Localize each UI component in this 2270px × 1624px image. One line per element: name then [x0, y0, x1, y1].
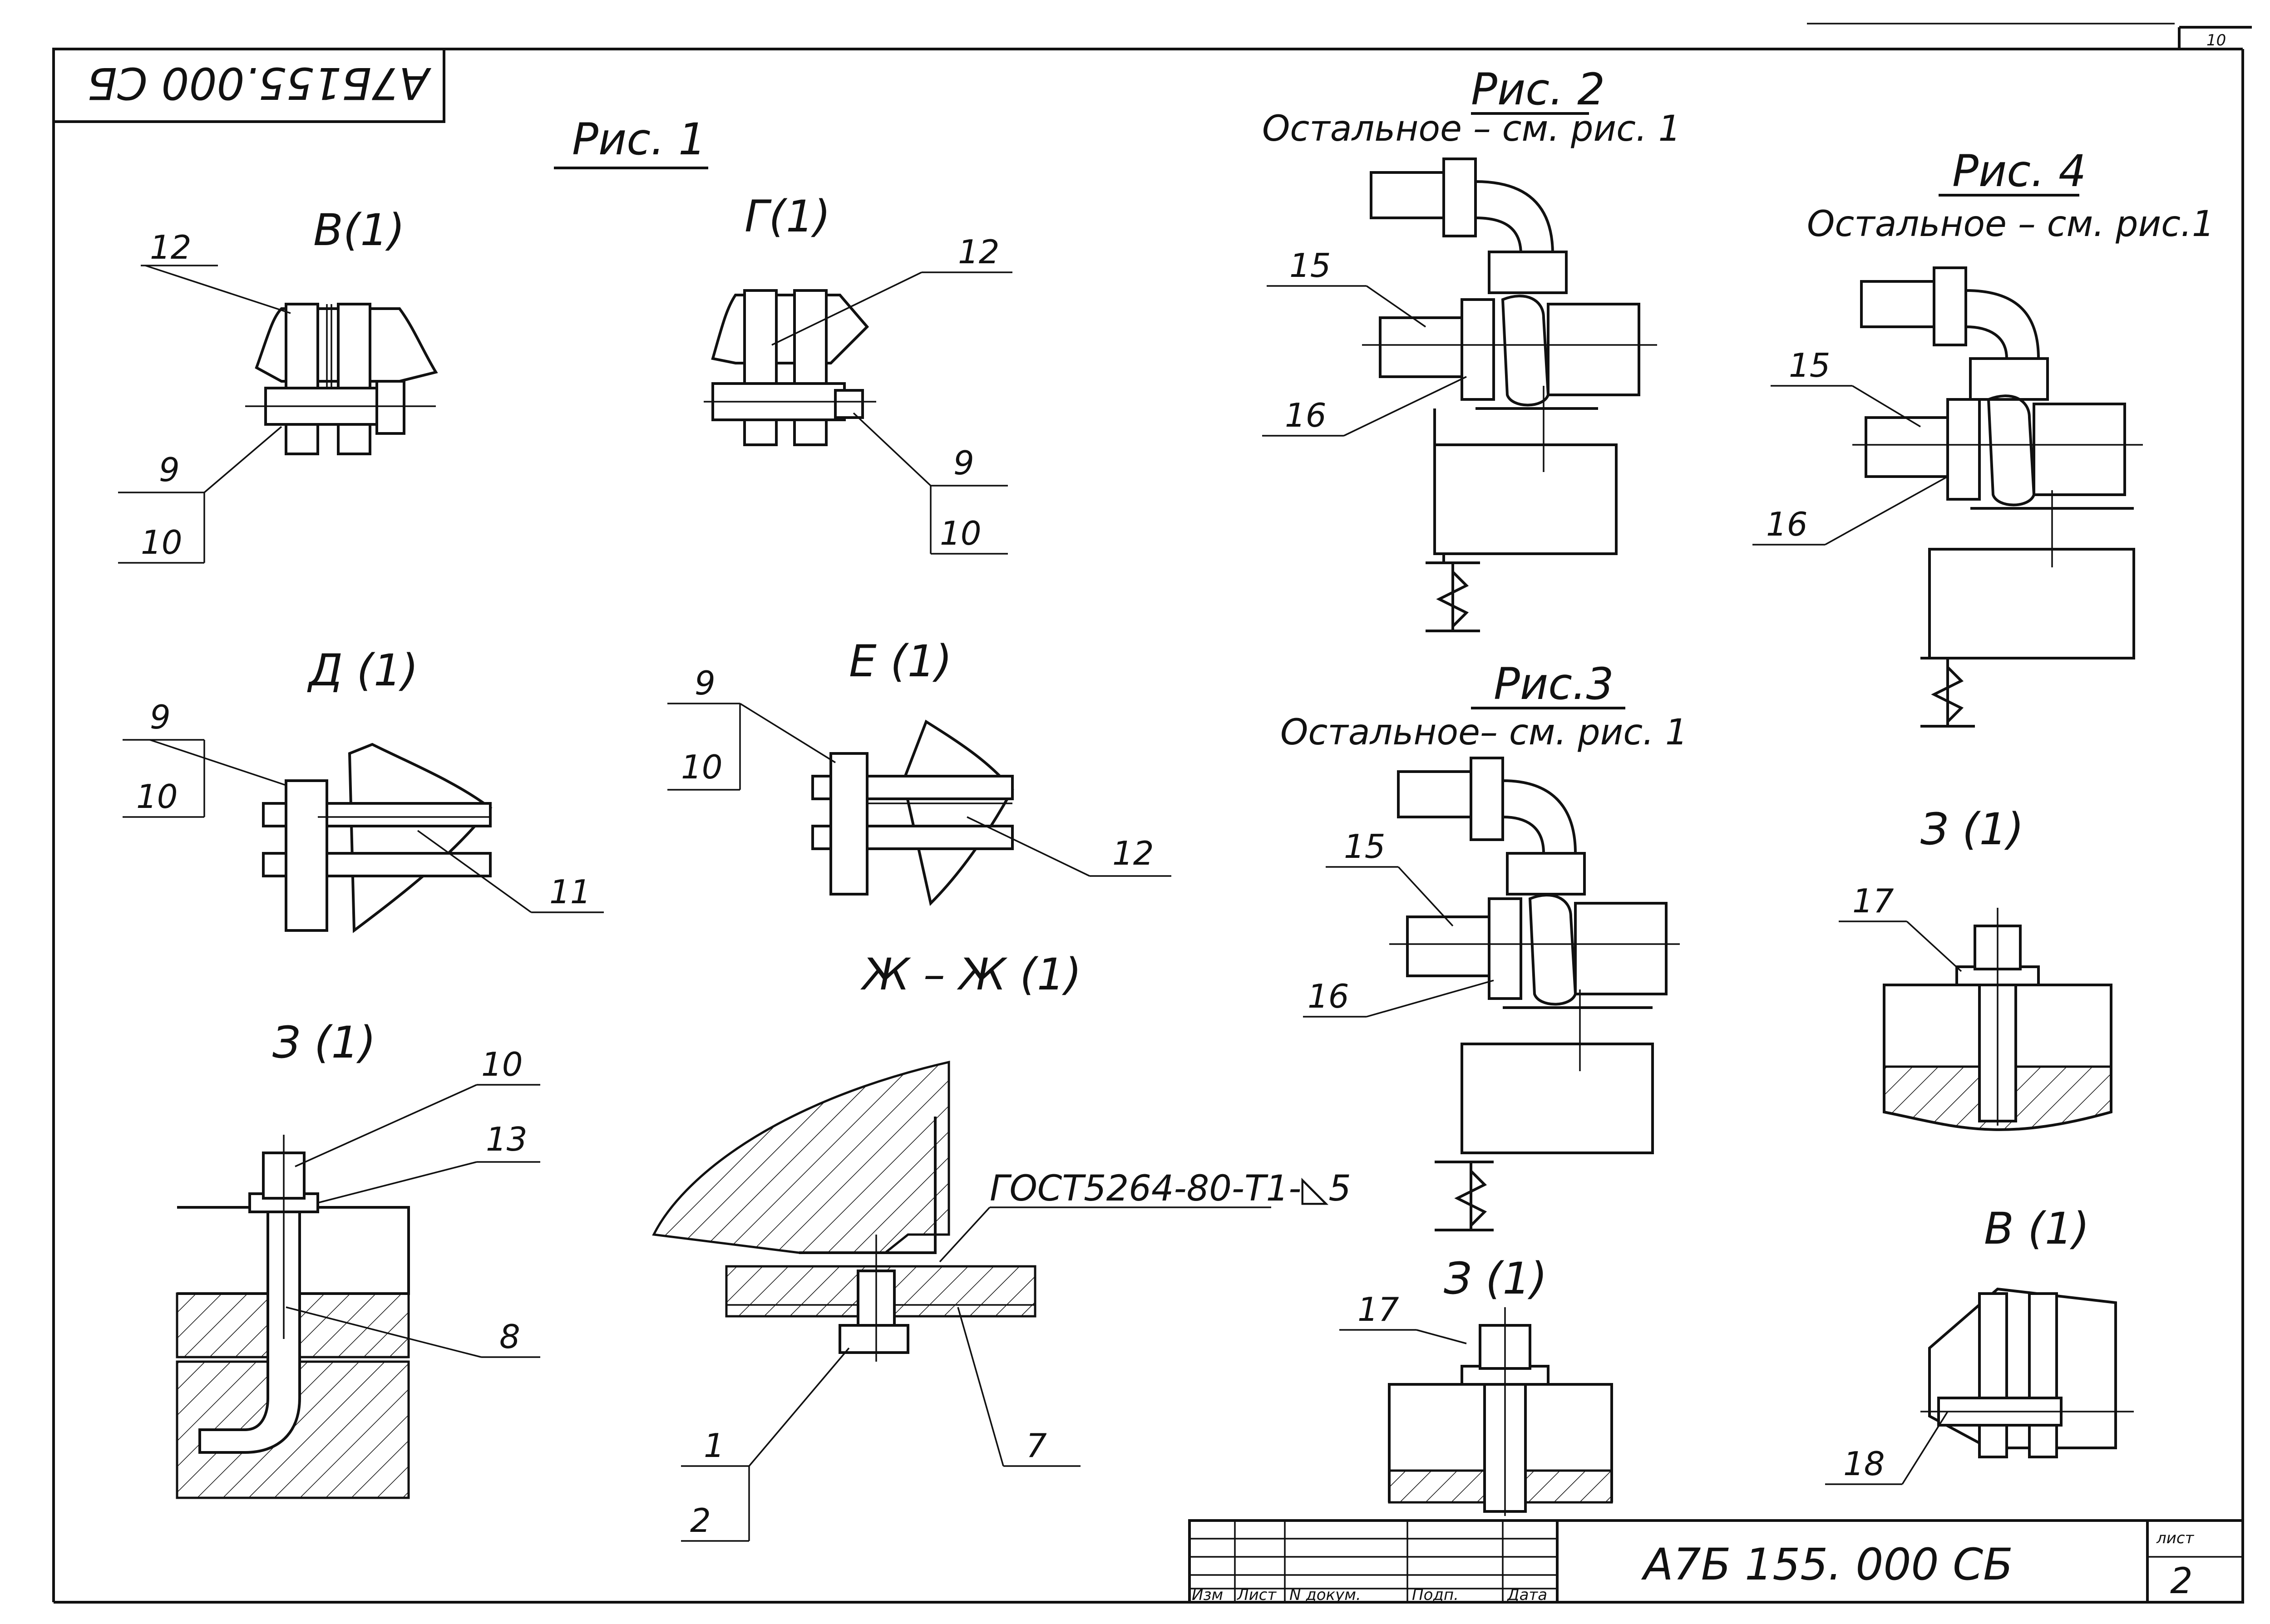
label-16: 16: [1766, 505, 1808, 543]
label-10: 10: [141, 523, 183, 561]
fig3-title: Рис.3: [1494, 659, 1614, 709]
label-15: 15: [1789, 346, 1831, 384]
fig3: Рис.3 Остальное– см. рис. 1 15 16: [1280, 659, 1688, 1231]
section-zh: Ж – Ж (1) ГОСТ5264-80-Т1-◺5 1 2 7: [652, 949, 1351, 1542]
fig2-title: Рис. 2: [1471, 64, 1605, 115]
sheet-number: 2: [2170, 1561, 2193, 1602]
view-g-title: Г(1): [745, 191, 830, 242]
label-15: 15: [1289, 246, 1331, 285]
view-z-right-title: З (1): [1920, 804, 2024, 855]
sheet-label: лист: [2156, 1529, 2195, 1547]
weld-note: ГОСТ5264-80-Т1-◺5: [990, 1168, 1351, 1209]
label-10: 10: [136, 778, 178, 816]
label-1: 1: [704, 1427, 725, 1465]
label-10: 10: [481, 1045, 523, 1083]
view-v-left: В(1) 12 9 10: [118, 205, 438, 564]
fig4-subtitle: Остальное – см. рис.1: [1807, 204, 2214, 245]
view-z-title: З (1): [272, 1017, 376, 1068]
label-9: 9: [159, 451, 180, 489]
fig4-title: Рис. 4: [1952, 146, 2086, 197]
label-9: 9: [150, 698, 171, 736]
view-d: Д (1) 9 10 11: [123, 645, 604, 933]
label-9: 9: [953, 444, 974, 482]
tb-header-podp: Подп.: [1412, 1586, 1459, 1604]
view-d-title: Д (1): [307, 645, 419, 696]
label-16: 16: [1285, 396, 1327, 434]
label-13: 13: [486, 1120, 528, 1158]
mirrored-code-box: А7Б155.000 СБ: [52, 48, 445, 123]
label-11: 11: [549, 873, 591, 911]
label-12: 12: [1112, 834, 1154, 872]
label-10: 10: [681, 748, 723, 786]
view-z-center-title: З (1): [1444, 1253, 1547, 1304]
view-z-center: З (1) 17: [1339, 1253, 1613, 1516]
tb-header-data: Дата: [1506, 1586, 1547, 1604]
label-18: 18: [1843, 1445, 1885, 1483]
doc-code-mirrored: А7Б155.000 СБ: [87, 58, 432, 108]
fig4: Рис. 4 Остальное – см. рис.1 15 16: [1752, 146, 2214, 728]
label-17: 17: [1852, 882, 1894, 920]
label-17: 17: [1357, 1290, 1399, 1329]
view-g: Г(1) 12 9 10: [704, 191, 1012, 555]
label-8: 8: [499, 1318, 520, 1356]
label-7: 7: [1026, 1427, 1047, 1465]
tb-header-izm: Изм: [1192, 1586, 1223, 1604]
doc-code: А7Б 155. 000 СБ: [1641, 1539, 2013, 1590]
view-v-title: В(1): [313, 205, 405, 256]
sheet-corner-number: 10: [2206, 31, 2226, 49]
view-e-title: Е (1): [849, 636, 952, 687]
label-9: 9: [695, 664, 716, 702]
fig1-title: Рис. 1: [572, 114, 706, 165]
label-10: 10: [940, 514, 982, 552]
label-12: 12: [150, 228, 192, 266]
view-e: Е (1) 9 10 12: [667, 636, 1171, 906]
view-z-left: З (1) 10 13 8: [176, 1017, 540, 1499]
view-v-right: В (1) 18: [1825, 1203, 2134, 1485]
tb-header-ndokum: N докум.: [1289, 1586, 1361, 1604]
label-16: 16: [1308, 977, 1349, 1015]
tb-header-list: Лист: [1236, 1586, 1277, 1604]
fig2-subtitle: Остальное – см. рис. 1: [1262, 108, 1681, 149]
label-2: 2: [690, 1501, 711, 1540]
title-block: Изм Лист N докум. Подп. Дата А7Б 155. 00…: [1188, 1519, 2244, 1604]
label-15: 15: [1344, 827, 1386, 866]
view-z-right: З (1) 17: [1839, 804, 2112, 1131]
section-zh-title: Ж – Ж (1): [860, 949, 1081, 1000]
fig3-subtitle: Остальное– см. рис. 1: [1280, 712, 1688, 753]
fig2: Рис. 2 Остальное – см. рис. 1 15 16: [1262, 64, 1681, 632]
view-v-right-title: В (1): [1984, 1203, 2089, 1254]
label-12: 12: [958, 233, 1000, 271]
